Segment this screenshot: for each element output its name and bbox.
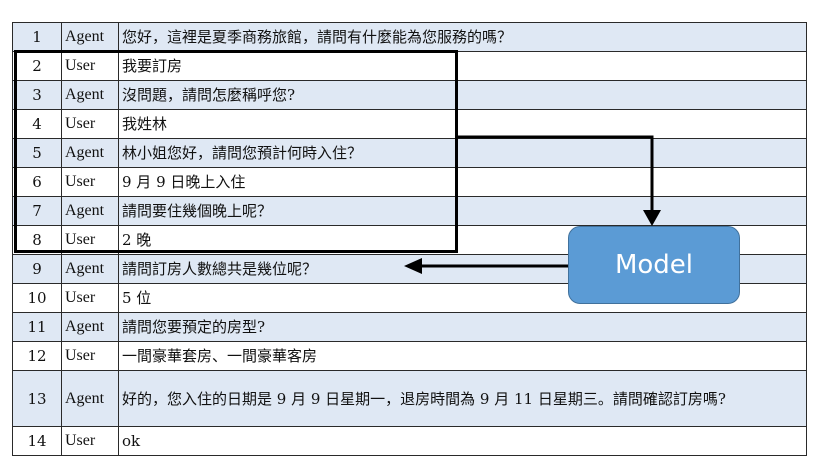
speaker-label: User bbox=[61, 167, 119, 197]
speaker-label: Agent bbox=[61, 138, 119, 168]
speaker-label: Agent bbox=[61, 196, 119, 226]
table-row: 3 Agent 沒問題，請問怎麼稱呼您? bbox=[12, 80, 807, 110]
speaker-label: User bbox=[61, 283, 119, 313]
utterance-text: 9 月 9 日晚上入住 bbox=[118, 167, 807, 197]
turn-number: 13 bbox=[12, 370, 62, 427]
utterance-text: 沒問題，請問怎麼稱呼您? bbox=[118, 80, 807, 110]
turn-number: 11 bbox=[12, 312, 62, 342]
model-box: Model bbox=[568, 226, 740, 304]
utterance-text: 一間豪華套房、一間豪華客房 bbox=[118, 341, 807, 371]
turn-number: 1 bbox=[12, 22, 62, 52]
speaker-label: User bbox=[61, 341, 119, 371]
speaker-label: User bbox=[61, 51, 119, 81]
utterance-text: 您好，這裡是夏季商務旅館，請問有什麼能為您服務的嗎？ bbox=[118, 22, 807, 52]
model-label: Model bbox=[614, 250, 694, 280]
table-row: 4 User 我姓林 bbox=[12, 109, 807, 139]
turn-number: 6 bbox=[12, 167, 62, 197]
speaker-label: Agent bbox=[61, 80, 119, 110]
speaker-label: User bbox=[61, 109, 119, 139]
table-row: 7 Agent 請問要住幾個晚上呢？ bbox=[12, 196, 807, 226]
speaker-label: Agent bbox=[61, 370, 119, 427]
utterance-text: 好的，您入住的日期是 9 月 9 日星期一，退房時間為 9 月 11 日星期三。… bbox=[118, 370, 807, 427]
table-row: 12 User 一間豪華套房、一間豪華客房 bbox=[12, 341, 807, 371]
turn-number: 7 bbox=[12, 196, 62, 226]
model-to-response-arrowhead bbox=[404, 258, 422, 274]
table-row: 6 User 9 月 9 日晚上入住 bbox=[12, 167, 807, 197]
turn-number: 5 bbox=[12, 138, 62, 168]
utterance-text: 我要訂房 bbox=[118, 51, 807, 81]
history-to-model-arrow bbox=[458, 135, 654, 212]
table-row: 1 Agent 您好，這裡是夏季商務旅館，請問有什麼能為您服務的嗎？ bbox=[12, 22, 807, 52]
flow-arrows bbox=[404, 135, 661, 274]
turn-number: 10 bbox=[12, 283, 62, 313]
table-row: 2 User 我要訂房 bbox=[12, 51, 807, 81]
turn-number: 9 bbox=[12, 254, 62, 284]
utterance-text: 我姓林 bbox=[118, 109, 807, 139]
turn-number: 3 bbox=[12, 80, 62, 110]
speaker-label: Agent bbox=[61, 312, 119, 342]
turn-number: 4 bbox=[12, 109, 62, 139]
history-to-model-arrowhead bbox=[643, 210, 661, 226]
table-row: 13 Agent 好的，您入住的日期是 9 月 9 日星期一，退房時間為 9 月… bbox=[12, 370, 807, 427]
utterance-text: 請問要住幾個晚上呢？ bbox=[118, 196, 807, 226]
